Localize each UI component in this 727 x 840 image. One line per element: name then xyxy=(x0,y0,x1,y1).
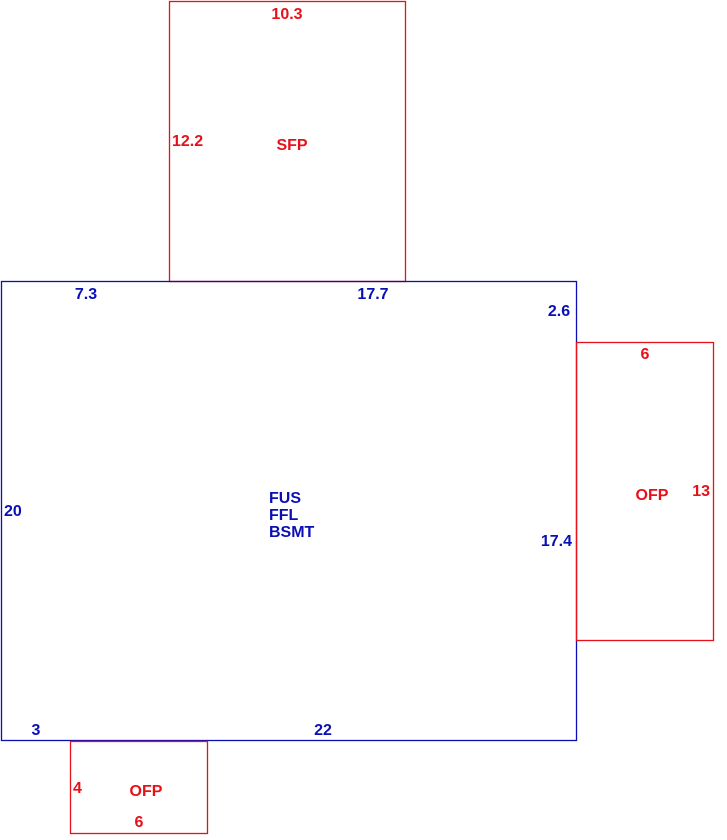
sfp-label: SFP xyxy=(276,137,307,154)
main-area-code-bsmt: BSMT xyxy=(269,524,315,541)
main-top-left-dimension: 7.3 xyxy=(75,286,97,303)
main-bottom-dimension: 22 xyxy=(314,722,332,739)
main-top-right-dimension: 17.7 xyxy=(357,286,388,303)
sfp-top-dimension: 10.3 xyxy=(271,6,302,23)
ofp-bottom-bottom-dimension: 6 xyxy=(135,814,144,831)
ofp-bottom-label: OFP xyxy=(130,783,163,800)
ofp-right-label: OFP xyxy=(636,487,669,504)
main-corner-dimension: 2.6 xyxy=(548,303,570,320)
main-bottom-left-dimension: 3 xyxy=(32,722,41,739)
ofp-right-top-dimension: 6 xyxy=(641,346,650,363)
ofp-bottom-side-dimension: 4 xyxy=(73,780,82,797)
sfp-side-dimension: 12.2 xyxy=(172,133,203,150)
main-left-dimension: 20 xyxy=(4,503,22,520)
ofp-bottom-area xyxy=(69,740,209,835)
ofp-right-area xyxy=(575,341,715,642)
main-right-dimension: 17.4 xyxy=(541,533,572,550)
main-area-code-ffl: FFL xyxy=(269,507,299,524)
main-area-code-fus: FUS xyxy=(269,490,301,507)
ofp-right-side-dimension: 13 xyxy=(692,483,710,500)
